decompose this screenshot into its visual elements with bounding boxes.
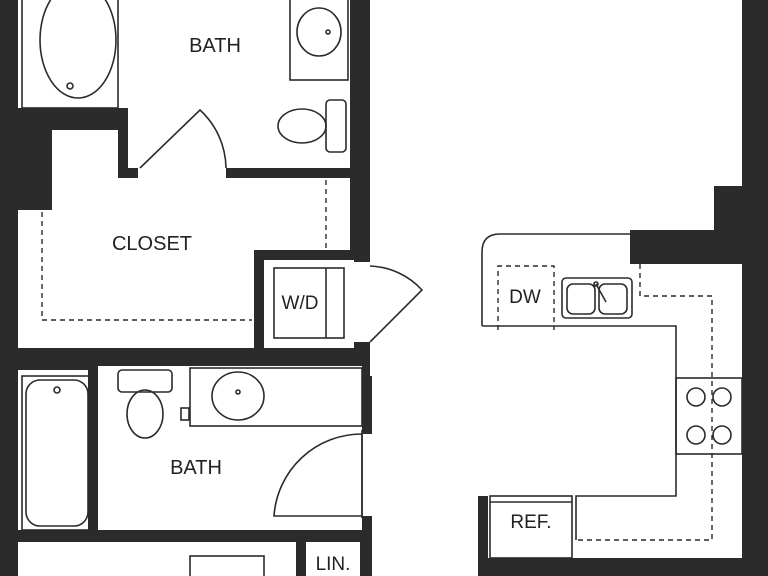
- kitchen-sink-left-bowl: [566, 283, 596, 315]
- wall-left-pier-2: [0, 0, 18, 576]
- void-upper-bath: [18, 0, 118, 108]
- wall-lower-bath-top: [18, 358, 98, 370]
- washer-dryer-unit: [273, 267, 345, 339]
- fixtures: [21, 0, 743, 576]
- kitchen-sink: [561, 277, 633, 319]
- kitchen-counter-inner: [482, 325, 677, 540]
- upper-sink-drain: [325, 29, 331, 35]
- upper-tub-outline: [21, 0, 119, 109]
- lower-vanity: [189, 367, 363, 427]
- void-linen: [306, 542, 360, 576]
- lower-vanity-handle: [180, 407, 190, 421]
- label-bath-lower: BATH: [170, 457, 222, 479]
- wall-lower-bath-divider: [88, 366, 98, 536]
- void-lower-tub: [18, 370, 88, 530]
- void-lower-left-room: [18, 542, 296, 576]
- wall-closet-top-left: [118, 168, 138, 178]
- lower-tub-basin: [25, 379, 89, 527]
- upper-bath-door-swing: [139, 108, 227, 169]
- kitchen-counter-top: [481, 233, 630, 326]
- room-voids: [18, 0, 362, 576]
- void-wd: [264, 260, 354, 342]
- wall-wd-top: [254, 250, 360, 260]
- wall-center-vertical-low: [362, 376, 372, 434]
- upper-tub-basin: [39, 0, 117, 99]
- label-closet: CLOSET: [112, 233, 192, 255]
- wall-upper-bath-left: [18, 108, 128, 130]
- label-washer-dryer: W/D: [282, 293, 319, 314]
- lower-tub-outline: [21, 375, 93, 531]
- wall-center-vertical-bottom: [360, 516, 372, 576]
- kitchen-sink-right-bowl: [598, 283, 628, 315]
- wall-right-exterior: [742, 0, 768, 576]
- void-upper-bath-main: [128, 0, 350, 168]
- refrigerator: [489, 495, 573, 559]
- wall-wd-left: [254, 250, 264, 350]
- label-dishwasher: DW: [509, 287, 541, 308]
- upper-vanity: [289, 0, 349, 81]
- label-refrigerator: REF.: [510, 512, 551, 533]
- wall-kitchen-top: [630, 230, 768, 264]
- closet-shelf-outline: [41, 212, 252, 321]
- upper-tub-drain: [66, 82, 74, 90]
- counter-outline: [576, 264, 713, 541]
- wall-center-vertical-top: [350, 0, 370, 262]
- stove: [675, 377, 743, 455]
- dashed-lines: [41, 180, 713, 541]
- wd-door-swing: [369, 265, 424, 343]
- lower-tub-drain: [53, 386, 61, 394]
- upper-sink-bowl: [296, 7, 342, 57]
- wall-linen-left: [296, 540, 306, 576]
- label-linen: LIN.: [316, 554, 351, 575]
- lower-bath-door-swing: [273, 433, 363, 517]
- upper-toilet-bowl: [277, 108, 327, 144]
- wall-bottom-left-stub: [478, 496, 488, 576]
- kitchen-faucet: [595, 283, 607, 303]
- void-lower-bath: [98, 366, 362, 530]
- wall-bottom-right: [478, 558, 768, 576]
- labels: BATH CLOSET W/D BATH DW REF. LIN.: [112, 35, 552, 575]
- dw-outline: [497, 265, 555, 330]
- lower-toilet-bowl: [126, 389, 164, 439]
- lower-sink-bowl: [211, 371, 265, 421]
- lower-sink-drain: [235, 389, 241, 395]
- burner-3: [686, 425, 706, 445]
- wall-lower-bath-bottom: [18, 530, 362, 542]
- burner-1: [686, 387, 706, 407]
- lower-toilet-tank: [117, 369, 173, 393]
- lower-left-fixture: [189, 555, 265, 576]
- wall-closet-top: [226, 168, 362, 178]
- faucet-knob: [593, 281, 599, 287]
- label-bath-upper: BATH: [189, 35, 241, 57]
- wall-closet-bottom: [18, 348, 370, 366]
- burner-4: [712, 425, 732, 445]
- wall-kitchen-top-notch: [630, 230, 652, 256]
- burner-2: [712, 387, 732, 407]
- void-closet-lower: [18, 210, 254, 348]
